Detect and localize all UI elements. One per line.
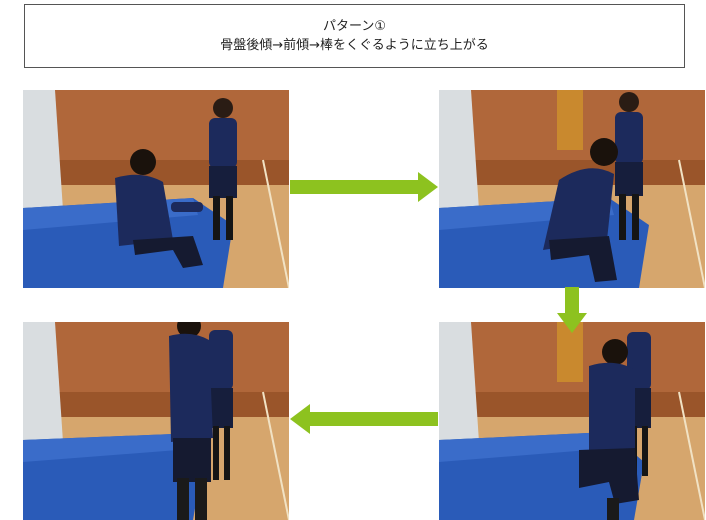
photo-step-3-rising bbox=[439, 322, 705, 520]
caption-box: パターン① 骨盤後傾→前傾→棒をくぐるように立ち上がる bbox=[24, 4, 685, 68]
caption-subtitle: 骨盤後傾→前傾→棒をくぐるように立ち上がる bbox=[220, 38, 489, 53]
arrow-left-icon bbox=[290, 404, 438, 434]
photo-step-2-lean-forward bbox=[439, 90, 705, 288]
photo-step-1-sitting-back bbox=[23, 90, 289, 288]
arrow-down-icon bbox=[557, 287, 587, 333]
caption-title: パターン① bbox=[322, 19, 386, 34]
arrow-right-icon bbox=[290, 172, 438, 202]
photo-step-4-standing bbox=[23, 322, 289, 520]
